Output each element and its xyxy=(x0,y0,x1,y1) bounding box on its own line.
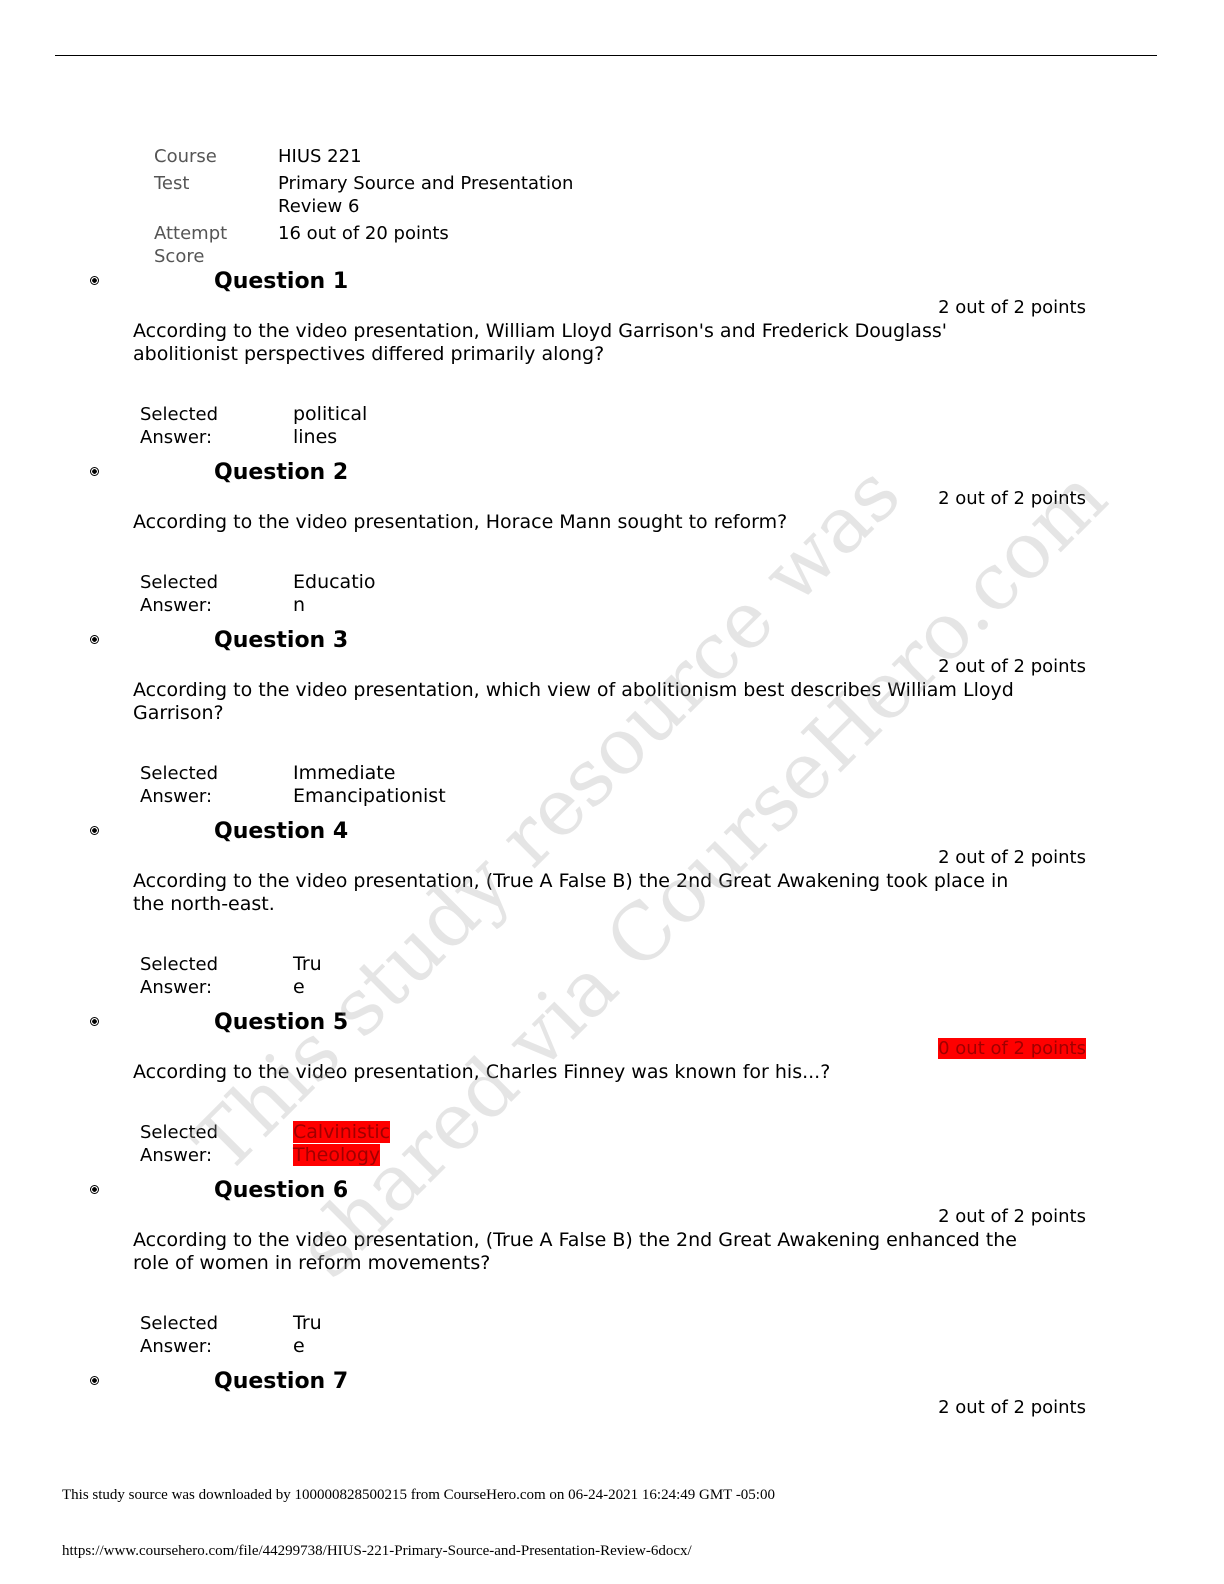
question-text: According to the video presentation, (Tr… xyxy=(133,1229,1017,1274)
question-title: Question 5 xyxy=(214,1010,349,1035)
answer-line: Theology xyxy=(293,1144,381,1166)
question-header: Question 2 xyxy=(0,460,1224,486)
score-value: 16 out of 20 points xyxy=(278,223,449,244)
selected-answer-label: Selected Answer: xyxy=(140,763,219,807)
points-text: 2 out of 2 points xyxy=(938,1206,1086,1227)
question-text: According to the video presentation, Wil… xyxy=(133,320,947,365)
answer-line: Immediate xyxy=(293,762,396,784)
points-text: 2 out of 2 points xyxy=(938,656,1086,677)
question-header: Question 3 xyxy=(0,628,1224,654)
question-text: According to the video presentation, whi… xyxy=(133,679,1014,724)
selected-answer-label: Selected Answer: xyxy=(140,954,219,998)
source-url[interactable]: https://www.coursehero.com/file/44299738… xyxy=(62,1543,692,1559)
selected-answer-label: Selected Answer: xyxy=(140,1313,219,1357)
question-points: 2 out of 2 points xyxy=(0,295,1224,320)
bullet-icon xyxy=(90,1185,99,1194)
bullet-icon xyxy=(90,1376,99,1385)
answer-line: Emancipationist xyxy=(293,785,446,807)
points-text: 2 out of 2 points xyxy=(938,488,1086,509)
question-text: According to the video presentation, (Tr… xyxy=(133,870,1009,915)
test-label: Test xyxy=(154,173,190,194)
points-text: 2 out of 2 points xyxy=(938,297,1086,318)
question-header: Question 5 xyxy=(0,1010,1224,1036)
selected-answer-label: Selected Answer: xyxy=(140,1122,219,1166)
answer-line: political xyxy=(293,403,368,425)
question-header: Question 1 xyxy=(0,269,1224,295)
question-title: Question 2 xyxy=(214,460,349,485)
selected-answer-label: Selected Answer: xyxy=(140,404,219,448)
download-note: This study source was downloaded by 1000… xyxy=(62,1487,775,1503)
answer-line: e xyxy=(293,1335,305,1357)
question-title: Question 1 xyxy=(214,269,349,294)
question-header: Question 6 xyxy=(0,1178,1224,1204)
answer-line: n xyxy=(293,594,306,616)
selected-answer-label: Selected Answer: xyxy=(140,572,219,616)
question-points: 2 out of 2 points xyxy=(0,654,1224,679)
score-label: Attempt Score xyxy=(154,223,228,267)
question-points: 2 out of 2 points xyxy=(0,486,1224,511)
question-title: Question 7 xyxy=(214,1369,349,1394)
question-title: Question 3 xyxy=(214,628,349,653)
points-text: 2 out of 2 points xyxy=(938,1397,1086,1418)
question-header: Question 7 xyxy=(0,1369,1224,1395)
points-text: 2 out of 2 points xyxy=(938,847,1086,868)
answer-line: Educatio xyxy=(293,571,376,593)
header-rule xyxy=(55,55,1157,56)
bullet-icon xyxy=(90,276,99,285)
question-title: Question 4 xyxy=(214,819,349,844)
score-row: Attempt Score 16 out of 20 points xyxy=(154,222,598,268)
test-value: Primary Source and Presentation Review 6 xyxy=(278,173,574,217)
course-row: Course HIUS 221 xyxy=(154,145,598,168)
question-text: According to the video presentation, Cha… xyxy=(133,1061,831,1083)
course-label: Course xyxy=(154,146,217,167)
test-row: Test Primary Source and Presentation Rev… xyxy=(154,172,598,218)
question-title: Question 6 xyxy=(214,1178,349,1203)
question-points: 2 out of 2 points xyxy=(0,1204,1224,1229)
answer-line: lines xyxy=(293,426,338,448)
answer-line: e xyxy=(293,976,305,998)
question-points: 0 out of 2 points xyxy=(0,1036,1224,1061)
question-text: According to the video presentation, Hor… xyxy=(133,511,788,533)
question-header: Question 4 xyxy=(0,819,1224,845)
question-item: Question 7 2 out of 2 points xyxy=(0,1369,1224,1420)
answer-line: Tru xyxy=(293,953,322,975)
bullet-icon xyxy=(90,1017,99,1026)
bullet-icon xyxy=(90,635,99,644)
points-text: 0 out of 2 points xyxy=(938,1038,1086,1059)
bullet-icon xyxy=(90,826,99,835)
question-points: 2 out of 2 points xyxy=(0,845,1224,870)
test-info: Course HIUS 221 Test Primary Source and … xyxy=(154,145,598,272)
course-value: HIUS 221 xyxy=(278,146,362,167)
bullet-icon xyxy=(90,467,99,476)
answer-line: Calvinistic xyxy=(293,1121,391,1143)
answer-line: Tru xyxy=(293,1312,322,1334)
question-points: 2 out of 2 points xyxy=(0,1395,1224,1420)
